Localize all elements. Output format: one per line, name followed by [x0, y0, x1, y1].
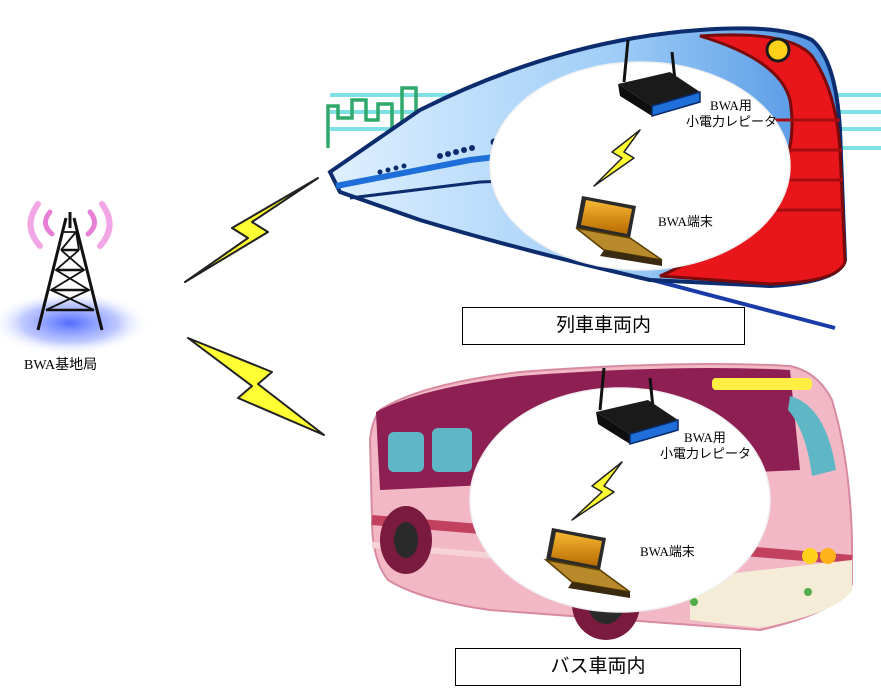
lightning-icon	[571, 461, 623, 521]
router-icon	[618, 39, 701, 117]
laptop-icon	[543, 528, 631, 598]
tower-glow	[0, 291, 150, 355]
bus-repeater-label-line2: 小電力レピータ	[660, 445, 752, 461]
router-icon	[596, 367, 679, 445]
bus-illustration	[368, 363, 853, 640]
bus-wheel	[380, 506, 432, 574]
train-repeater-label: BWA用 小電力レピータ	[686, 98, 778, 129]
train-repeater-label-line2: 小電力レピータ	[686, 113, 778, 129]
lightning-icon	[187, 337, 325, 436]
bus-windshield	[788, 396, 836, 476]
train-repeater-label-line1: BWA用	[710, 98, 752, 113]
base-station-label: BWA基地局	[24, 358, 98, 373]
train-terminal-label: BWA端末	[658, 214, 713, 229]
base-station	[0, 201, 150, 355]
lightning-icon	[593, 129, 641, 187]
signal-waves-icon	[27, 201, 113, 249]
train-nose	[659, 33, 847, 286]
bus-window	[388, 432, 424, 472]
train-caption: 列車車両内	[462, 307, 745, 345]
bus-interior-bubble	[469, 387, 771, 613]
bus-terminal-label: BWA端末	[640, 544, 695, 559]
bus-window	[432, 428, 472, 472]
bus-repeater-label-line1: BWA用	[684, 430, 726, 445]
laptop-icon	[575, 196, 663, 266]
radio-tower-icon	[36, 212, 104, 331]
bus-repeater-label: BWA用 小電力レピータ	[660, 430, 752, 461]
bus-caption: バス車両内	[455, 648, 741, 686]
train-interior-bubble	[489, 61, 791, 271]
lightning-icon	[184, 177, 319, 283]
train-illustration	[326, 26, 881, 330]
train-headlamp	[765, 37, 791, 63]
